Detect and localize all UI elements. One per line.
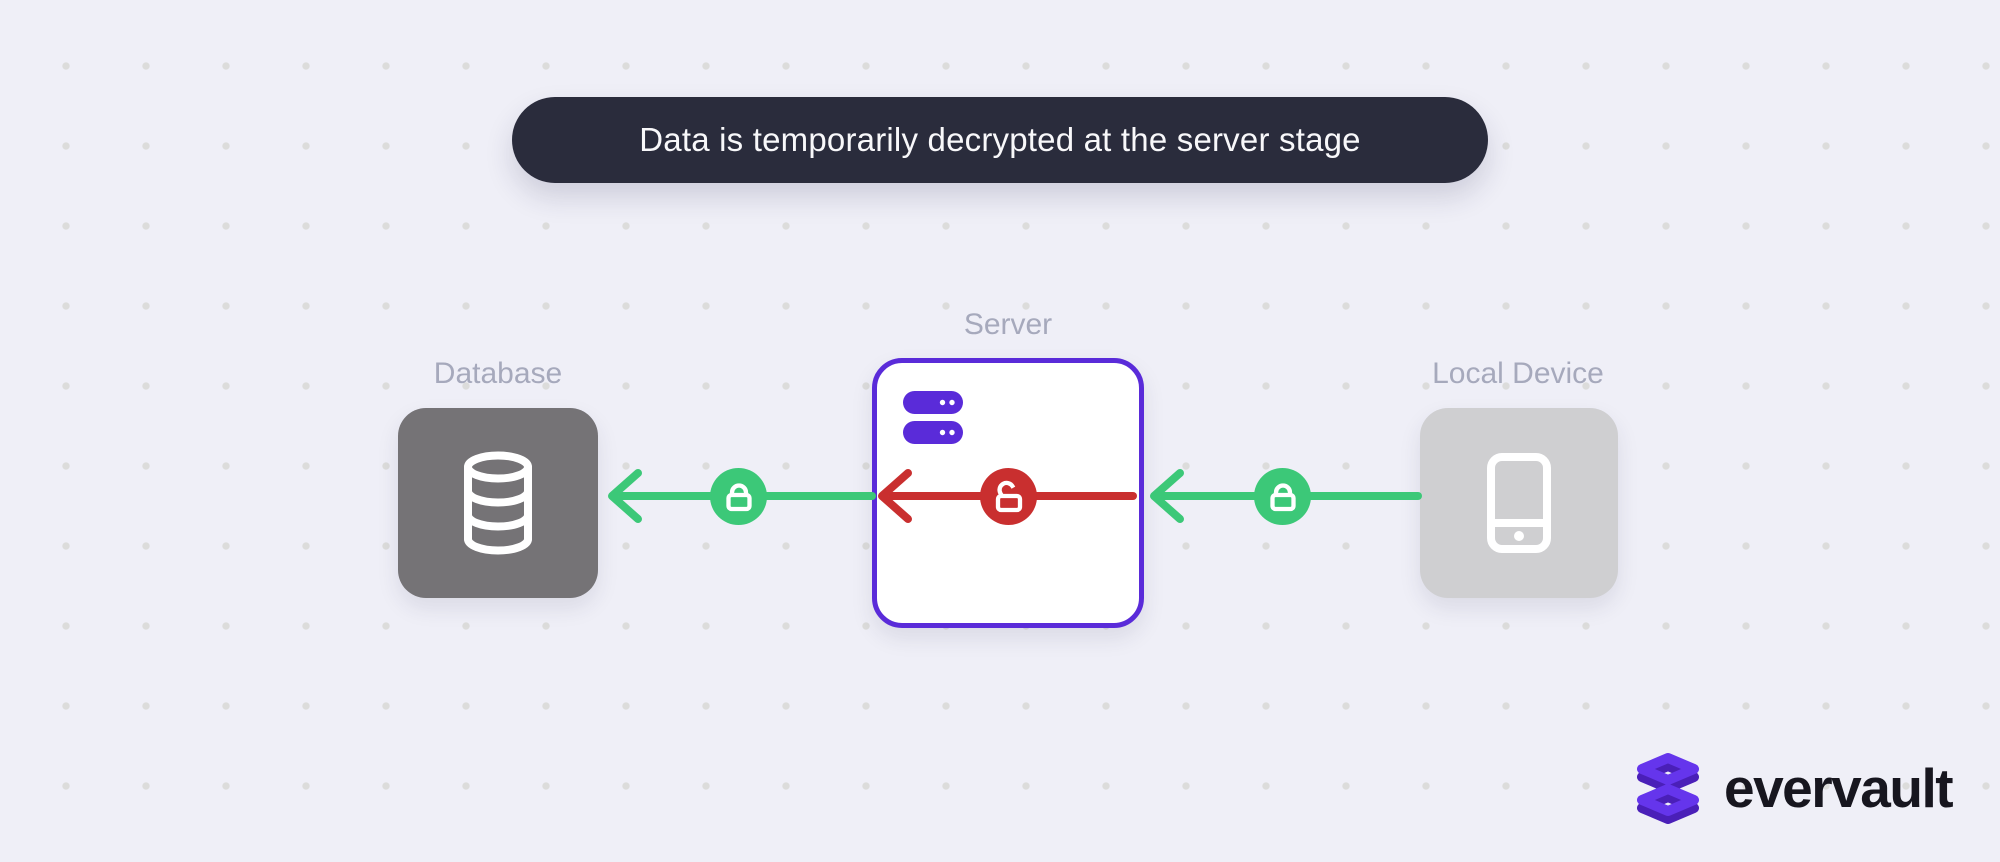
server-rack-icon (903, 391, 963, 444)
evervault-wordmark: evervault (1724, 757, 1954, 819)
banner: Data is temporarily decrypted at the ser… (512, 97, 1488, 183)
closed-lock-icon (725, 482, 752, 511)
database-node (398, 408, 598, 598)
local-device-label: Local Device (1432, 357, 1604, 390)
local-device-node (1420, 408, 1618, 598)
smartphone-icon (1487, 453, 1551, 553)
server-label: Server (963, 308, 1053, 341)
encrypted-lock-badge (1254, 468, 1311, 525)
database-icon (464, 451, 532, 555)
banner-text: Data is temporarily decrypted at the ser… (639, 121, 1361, 158)
closed-lock-icon (1269, 482, 1296, 511)
database-label: Database (433, 357, 563, 390)
evervault-stack-icon (1637, 753, 1699, 824)
evervault-logo: evervault (1636, 752, 1954, 824)
decrypted-lock-badge (980, 468, 1037, 525)
open-lock-icon (995, 480, 1022, 512)
encrypted-lock-badge (710, 468, 767, 525)
